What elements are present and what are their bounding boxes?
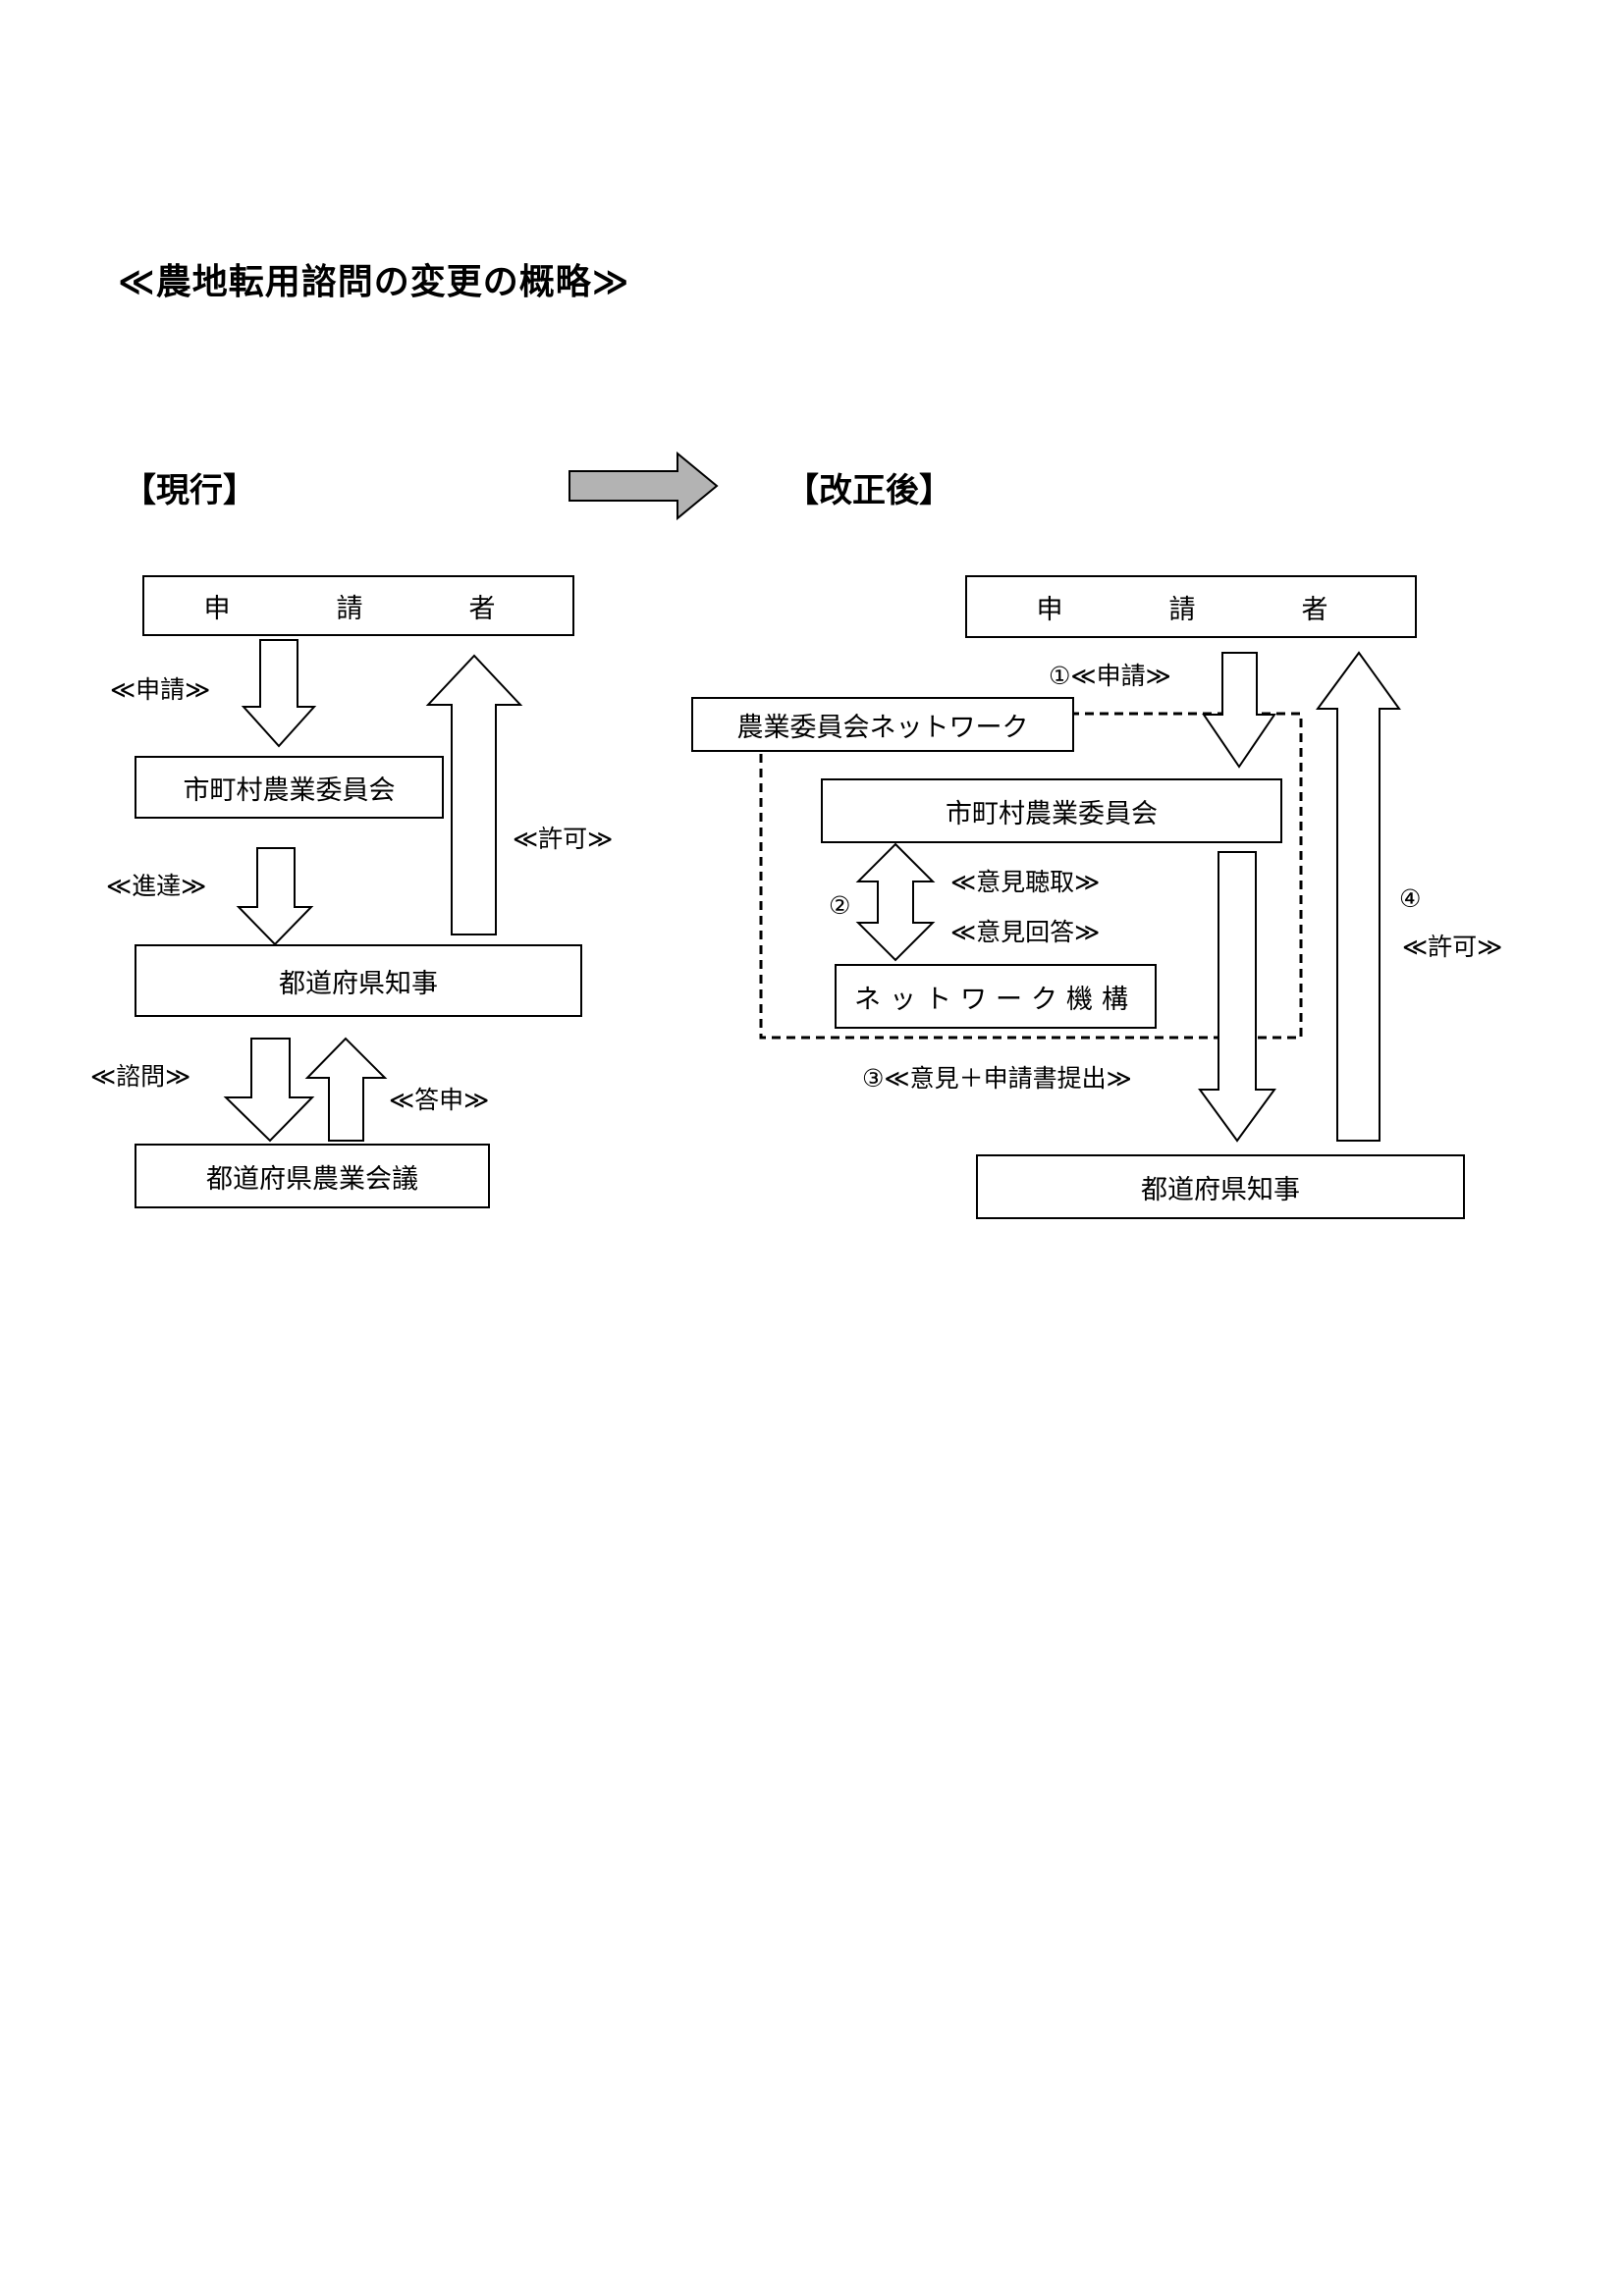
- network-org-label: ネットワーク機構: [854, 984, 1137, 1015]
- current-consult-arrow: [223, 1038, 315, 1143]
- current-municipal-committee-label: 市町村農業委員会: [183, 774, 396, 806]
- revised-heading: 【改正後】: [785, 471, 952, 510]
- revised-submit-label: ③≪意見＋申請書提出≫: [862, 1064, 1132, 1093]
- current-consult-label: ≪諮問≫: [90, 1062, 191, 1091]
- current-municipal-committee-box: 市町村農業委員会: [135, 756, 444, 819]
- current-applicant-box: 申 請 者: [142, 575, 574, 636]
- revised-apply-arrow: [1202, 652, 1276, 769]
- current-report-arrow: [304, 1037, 388, 1142]
- revised-governor-box: 都道府県知事: [976, 1154, 1465, 1219]
- revised-municipal-committee-box: 市町村農業委員会: [821, 778, 1282, 843]
- revised-municipal-committee-label: 市町村農業委員会: [946, 798, 1158, 829]
- revised-permit-label: ≪許可≫: [1402, 933, 1503, 961]
- network-org-box: ネットワーク機構: [835, 964, 1157, 1029]
- revised-submit-arrow: [1198, 851, 1276, 1143]
- network-name-label: 農業委員会ネットワーク: [736, 712, 1029, 743]
- current-apply-arrow: [241, 639, 317, 748]
- page-title: ≪農地転用諮問の変更の概略≫: [118, 262, 630, 302]
- current-heading: 【現行】: [123, 471, 256, 510]
- transition-arrow: [568, 451, 719, 521]
- current-permit-label: ≪許可≫: [513, 825, 614, 853]
- current-forward-label: ≪進達≫: [106, 872, 207, 900]
- current-applicant-label: 申 請 者: [203, 593, 514, 624]
- revised-applicant-label: 申 請 者: [1036, 594, 1346, 625]
- revised-step4-label: ④: [1399, 884, 1422, 913]
- revised-hearing-double-arrow: [855, 842, 936, 962]
- revised-applicant-box: 申 請 者: [965, 575, 1417, 638]
- revised-governor-label: 都道府県知事: [1141, 1174, 1300, 1205]
- current-governor-box: 都道府県知事: [135, 944, 582, 1017]
- network-name-box: 農業委員会ネットワーク: [691, 697, 1074, 752]
- current-report-label: ≪答申≫: [389, 1086, 490, 1114]
- revised-hearing-label: ≪意見聴取≫: [950, 868, 1101, 896]
- current-permit-arrow: [425, 654, 523, 935]
- revised-apply-label: ①≪申請≫: [1049, 662, 1171, 690]
- current-prefectural-council-box: 都道府県農業会議: [135, 1144, 490, 1208]
- revised-answer-label: ≪意見回答≫: [950, 918, 1101, 946]
- revised-step2-label: ②: [829, 891, 851, 920]
- current-forward-arrow: [236, 847, 314, 946]
- current-governor-label: 都道府県知事: [279, 968, 438, 999]
- current-apply-label: ≪申請≫: [110, 675, 211, 704]
- revised-permit-arrow: [1316, 651, 1401, 1142]
- current-prefectural-council-label: 都道府県農業会議: [206, 1163, 418, 1195]
